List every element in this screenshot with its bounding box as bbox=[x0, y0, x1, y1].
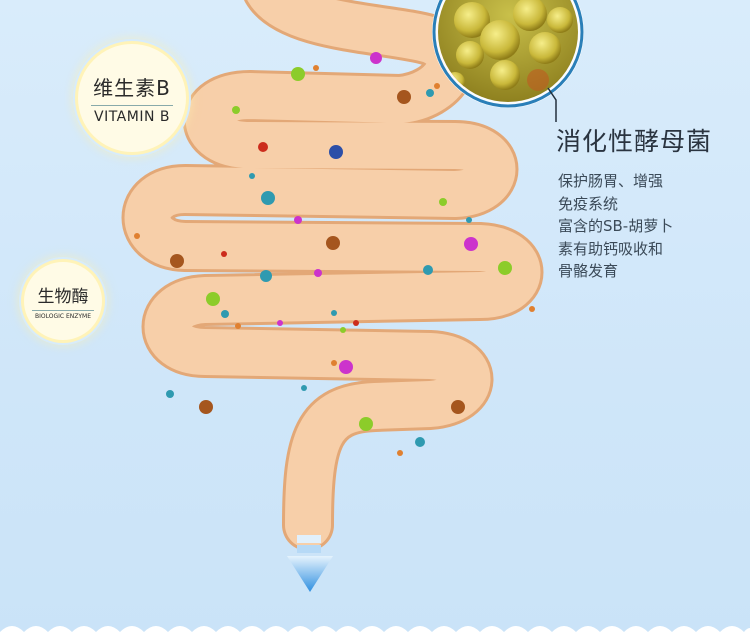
yeast-microscope-icon bbox=[432, 0, 584, 122]
badge-divider bbox=[91, 104, 173, 106]
down-arrow-icon bbox=[287, 535, 333, 592]
probiotic-description: 保护肠胃、增强 免疫系统 富含的SB-胡萝卜 素有助钙吸收和 骨骼发育 bbox=[558, 170, 738, 283]
probiotic-title: 消化性酵母菌 bbox=[556, 127, 713, 156]
description-line: 免疫系统 bbox=[558, 194, 619, 213]
enzyme-cn: 生物酶 bbox=[37, 287, 89, 307]
description-line: 骨骼发育 bbox=[558, 262, 619, 280]
enzyme-badge: 生物酶 BIOLOGIC ENZYME bbox=[24, 262, 102, 340]
description-line: 富含的SB-胡萝卜 bbox=[558, 217, 674, 235]
description-line: 素有助钙吸收和 bbox=[558, 239, 664, 258]
wave-border bbox=[0, 626, 750, 644]
vitamin-b-badge: 维生素B VITAMIN B bbox=[78, 44, 186, 152]
vitamin-b-en: VITAMIN B bbox=[94, 108, 170, 125]
enzyme-en: BIOLOGIC ENZYME bbox=[35, 313, 91, 320]
intestine bbox=[121, 0, 544, 551]
nutrient-dots bbox=[134, 52, 535, 456]
description-line: 保护肠胃、增强 bbox=[558, 172, 664, 190]
badge-divider bbox=[32, 310, 94, 311]
vitamin-b-cn: 维生素B bbox=[93, 75, 171, 100]
